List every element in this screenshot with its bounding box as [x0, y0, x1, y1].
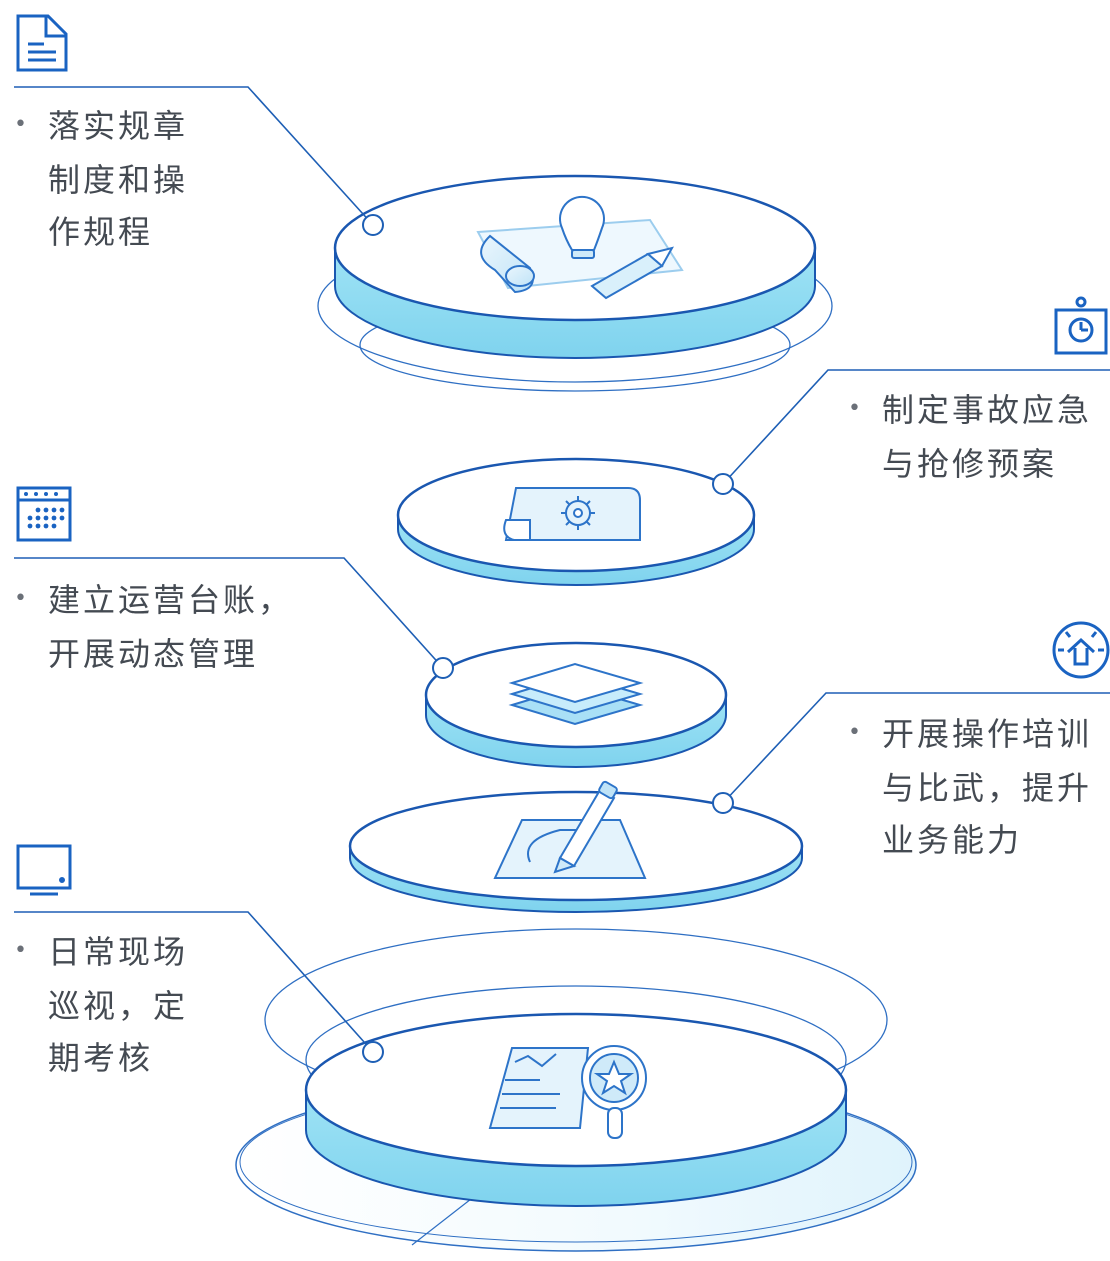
label-training-line-2: 与比武，提升 — [882, 769, 1093, 807]
bullet: • — [14, 938, 30, 963]
leader-dots — [362, 214, 734, 1063]
label-ledger-line-2: 开展动态管理 — [48, 635, 259, 673]
label-training: • 开展操作培训 与比武，提升 业务能力 — [848, 708, 1092, 866]
label-ledger: • 建立运营台账， 开展动态管理 — [14, 574, 293, 680]
bullet: • — [848, 720, 864, 745]
leader-training — [722, 692, 1110, 804]
label-rules-line-1: 落实规章 — [48, 107, 189, 145]
upgrade-icon — [1052, 621, 1110, 679]
clock-board-icon — [1054, 296, 1108, 355]
label-training-line-3: 业务能力 — [882, 821, 1023, 859]
leader-dot-emergency — [712, 473, 734, 495]
label-rules: • 落实规章 制度和操 作规程 — [14, 100, 188, 258]
disc-emergency — [396, 457, 756, 586]
calendar-icon — [16, 486, 72, 542]
disc-inspection — [235, 928, 917, 1252]
label-inspection: • 日常现场 巡视，定 期考核 — [14, 926, 188, 1084]
leader-ledger — [14, 557, 444, 669]
report-magnifier-star-icon — [488, 1045, 647, 1139]
blueprint-bulb-pencil-icon — [476, 195, 684, 300]
label-inspection-line-2: 巡视，定 — [48, 987, 189, 1025]
leader-dot-ledger — [432, 657, 454, 679]
label-ledger-line-1: 建立运营台账， — [48, 581, 294, 619]
leader-dot-training — [712, 792, 734, 814]
bullet: • — [14, 586, 30, 611]
document-icon — [16, 14, 68, 72]
leader-inspection — [14, 911, 374, 1053]
bullet: • — [14, 112, 30, 137]
base-plate-divider — [411, 1191, 481, 1246]
gear-document-icon — [503, 487, 641, 541]
label-emergency-line-1: 制定事故应急 — [882, 391, 1093, 429]
label-emergency-line-2: 与抢修预案 — [882, 445, 1058, 483]
leader-rules — [14, 86, 374, 226]
disc-rules — [317, 174, 833, 392]
monitor-icon — [16, 844, 72, 896]
label-training-line-1: 开展操作培训 — [882, 715, 1093, 753]
pen-drawing-icon — [493, 780, 647, 879]
leader-dot-rules — [362, 214, 384, 236]
layers-icon — [508, 662, 644, 726]
label-rules-line-3: 作规程 — [48, 213, 154, 251]
leader-dot-inspection — [362, 1041, 384, 1063]
label-inspection-line-3: 期考核 — [48, 1039, 154, 1077]
bullet: • — [848, 396, 864, 421]
label-inspection-line-1: 日常现场 — [48, 933, 189, 971]
disc-ledger — [424, 641, 728, 768]
leader-emergency — [722, 369, 1110, 485]
disc-training — [348, 780, 804, 913]
leader-lines — [14, 86, 1110, 1053]
label-rules-line-2: 制度和操 — [48, 161, 189, 199]
label-emergency: • 制定事故应急 与抢修预案 — [848, 384, 1092, 490]
